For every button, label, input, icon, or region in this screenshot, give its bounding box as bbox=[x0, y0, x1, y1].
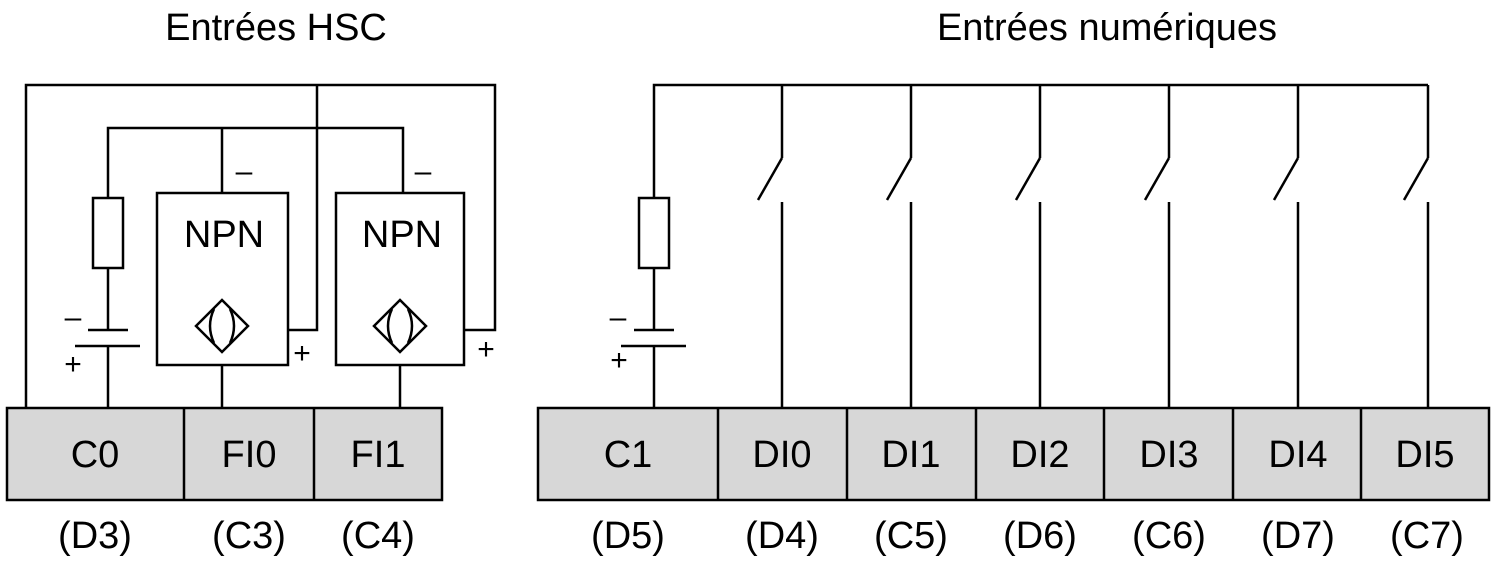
pin-label-di1: (C5) bbox=[874, 515, 948, 557]
switch-icon bbox=[1143, 85, 1171, 408]
switch-icon bbox=[1014, 85, 1042, 408]
battery-plus-sign: + bbox=[610, 344, 628, 377]
npn2-plus-sign: + bbox=[477, 333, 495, 366]
npn-sensor-2 bbox=[334, 191, 466, 367]
battery-minus-sign: – bbox=[65, 301, 82, 334]
terminal-fi1: FI1 bbox=[351, 434, 406, 476]
fuse-icon bbox=[91, 196, 125, 270]
terminal-c1: C1 bbox=[604, 434, 653, 476]
pin-label-di0: (D4) bbox=[745, 515, 819, 557]
terminal-di5: DI5 bbox=[1395, 434, 1454, 476]
battery-minus-sign: – bbox=[610, 301, 627, 334]
pin-label-fi1: (C4) bbox=[341, 515, 415, 557]
battery-icon bbox=[75, 328, 140, 348]
npn-label-2: NPN bbox=[362, 214, 442, 256]
terminal-di0: DI0 bbox=[752, 434, 811, 476]
proximity-sensor-icon bbox=[194, 298, 250, 354]
battery-plus-sign: + bbox=[64, 348, 82, 381]
terminal-di2: DI2 bbox=[1010, 434, 1069, 476]
switch-icon bbox=[756, 85, 784, 408]
terminal-di1: DI1 bbox=[881, 434, 940, 476]
digital-terminal-block bbox=[536, 406, 1491, 502]
hsc-wiring bbox=[24, 83, 497, 408]
hsc-terminal-block bbox=[5, 406, 444, 502]
terminal-c0: C0 bbox=[71, 434, 120, 476]
battery-icon bbox=[621, 328, 686, 348]
proximity-sensor-icon bbox=[372, 298, 428, 354]
pin-label-c1: (D5) bbox=[591, 515, 665, 557]
pin-label-di3: (C6) bbox=[1132, 515, 1206, 557]
pin-label-fi0: (C3) bbox=[212, 515, 286, 557]
terminal-di3: DI3 bbox=[1139, 434, 1198, 476]
pin-label-di2: (D6) bbox=[1003, 515, 1077, 557]
title-digital: Entrées numériques bbox=[937, 7, 1277, 49]
switch-icon bbox=[1272, 85, 1300, 408]
npn1-plus-sign: + bbox=[293, 337, 311, 370]
npn1-minus-sign: – bbox=[236, 155, 253, 188]
npn2-minus-sign: – bbox=[415, 155, 432, 188]
fuse-icon bbox=[637, 196, 671, 270]
title-hsc: Entrées HSC bbox=[165, 7, 387, 49]
pin-label-di5: (C7) bbox=[1390, 515, 1464, 557]
switch-icon bbox=[1402, 85, 1430, 408]
terminal-di4: DI4 bbox=[1268, 434, 1327, 476]
npn-sensor-1 bbox=[155, 191, 290, 367]
npn-label-1: NPN bbox=[184, 214, 264, 256]
terminal-fi0: FI0 bbox=[222, 434, 277, 476]
pin-label-di4: (D7) bbox=[1261, 515, 1335, 557]
switch-icon bbox=[885, 85, 913, 408]
pin-label-c0: (D3) bbox=[58, 515, 132, 557]
